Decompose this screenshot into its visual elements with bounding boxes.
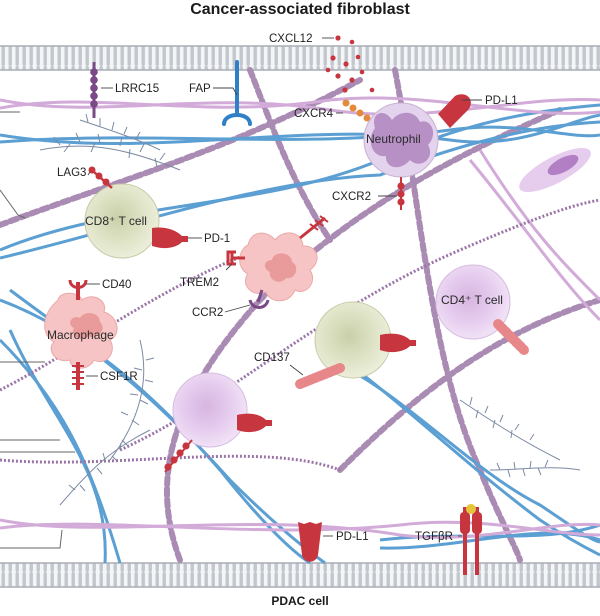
pdac-membrane <box>0 562 600 588</box>
pdac-cell-title: PDAC cell <box>271 594 329 608</box>
ccr2-label: CCR2 <box>192 307 223 319</box>
cxcl12-dots <box>325 35 375 93</box>
cxcl12-label: CXCL12 <box>269 33 312 45</box>
label-leaders <box>86 37 482 537</box>
cd137-cell <box>295 301 416 389</box>
pdl1-bottom-label: PD-L1 <box>336 531 369 543</box>
left-edge-lines <box>0 111 75 549</box>
cxcr4-receptor <box>342 99 371 122</box>
cd40-label: CD40 <box>102 279 131 291</box>
trem2-cell <box>226 215 329 309</box>
tgfbr-receptor <box>460 504 482 575</box>
lilac-cell <box>164 372 272 473</box>
fibroblast-title: Cancer-associated fibroblast <box>190 1 410 18</box>
fibroblast-membrane <box>0 45 600 71</box>
cxcr4-label: CXCR4 <box>294 108 334 120</box>
trem2-label: TREM2 <box>180 277 219 289</box>
feather-fibres <box>39 113 581 506</box>
lag3-label: LAG3 <box>57 167 86 179</box>
csf1r-label: CSF1R <box>100 371 138 383</box>
pdl1-top-label: PD-L1 <box>485 95 518 107</box>
macrophage-cell <box>44 279 118 390</box>
cd4-t-cell-label: CD4⁺ T cell <box>441 293 503 307</box>
macrophage-label: Macrophage <box>47 328 114 342</box>
fap-label: FAP <box>189 83 211 95</box>
neutrophil-label: Neutrophil <box>366 132 421 146</box>
cxcr2-label: CXCR2 <box>332 191 371 203</box>
cd137-label: CD137 <box>254 352 290 364</box>
tgfbr-label: TGFβR <box>415 531 453 543</box>
lrrc15-label: LRRC15 <box>115 83 159 95</box>
cd8-t-cell <box>84 166 188 259</box>
pdl1-bottom-receptor <box>298 522 322 562</box>
pink-collagen-fibres <box>0 96 600 539</box>
cd8-t-cell-label: CD8⁺ T cell <box>85 214 147 228</box>
pd1-label: PD-1 <box>204 233 230 245</box>
fap-receptor <box>222 60 252 126</box>
cd4-t-cell <box>435 264 529 355</box>
neutrophil-cell <box>363 94 471 210</box>
lrrc15-receptor <box>90 62 98 118</box>
